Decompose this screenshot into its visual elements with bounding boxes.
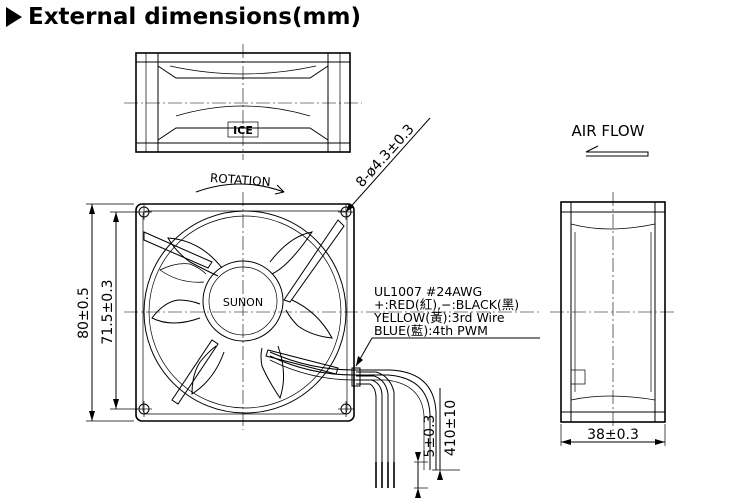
ice-logo-text: ICE xyxy=(233,124,253,137)
lead-length-dims: 410±10 5±0.3 xyxy=(414,388,460,498)
ice-logo: ICE xyxy=(227,121,259,138)
wire-note-line1: UL1007 #24AWG xyxy=(374,284,482,299)
airflow-label: AIR FLOW xyxy=(572,122,645,140)
top-view: ICE xyxy=(124,44,362,160)
mounting-holes xyxy=(136,204,354,417)
lead-wires xyxy=(269,351,437,488)
page-title-text: External dimensions(mm) xyxy=(28,4,361,30)
mount-hole-leader xyxy=(345,117,431,213)
rotation-label: ROTATION xyxy=(209,171,271,189)
outer-dim-label: 80±0.5 xyxy=(76,287,92,339)
fan-blades xyxy=(151,231,333,400)
wire-grommet xyxy=(351,367,361,387)
strip-dim-label: 5±0.3 xyxy=(422,415,438,458)
lead-length-dim-label: 410±10 xyxy=(443,400,459,456)
front-view: SUNON ROTATION 8-ø4.3±0.3 80±0.5 71.5±0.… xyxy=(76,117,540,430)
front-frame-outline xyxy=(135,203,355,422)
hole-pitch-dim-label: 71.5±0.3 xyxy=(100,279,116,344)
rotation-arrow xyxy=(195,183,285,193)
page-title: External dimensions(mm) xyxy=(6,4,361,30)
lead-wire-notes: UL1007 #24AWG +:RED(紅),−:BLACK(黑) YELLOW… xyxy=(355,284,540,367)
fan-struts xyxy=(143,219,345,405)
depth-dim-label: 38±0.3 xyxy=(587,427,639,443)
triangle-bullet-icon xyxy=(6,7,22,27)
side-view: AIR FLOW 38±0.3 xyxy=(550,122,676,446)
wire-note-line2: +:RED(紅),−:BLACK(黑) xyxy=(374,297,519,312)
wire-note-line4: BLUE(藍):4th PWM xyxy=(374,323,488,338)
airflow-arrow xyxy=(585,145,649,157)
wire-note-line3: YELLOW(黃):3rd Wire xyxy=(373,310,505,325)
mount-hole-dim: 8-ø4.3±0.3 xyxy=(353,121,418,190)
